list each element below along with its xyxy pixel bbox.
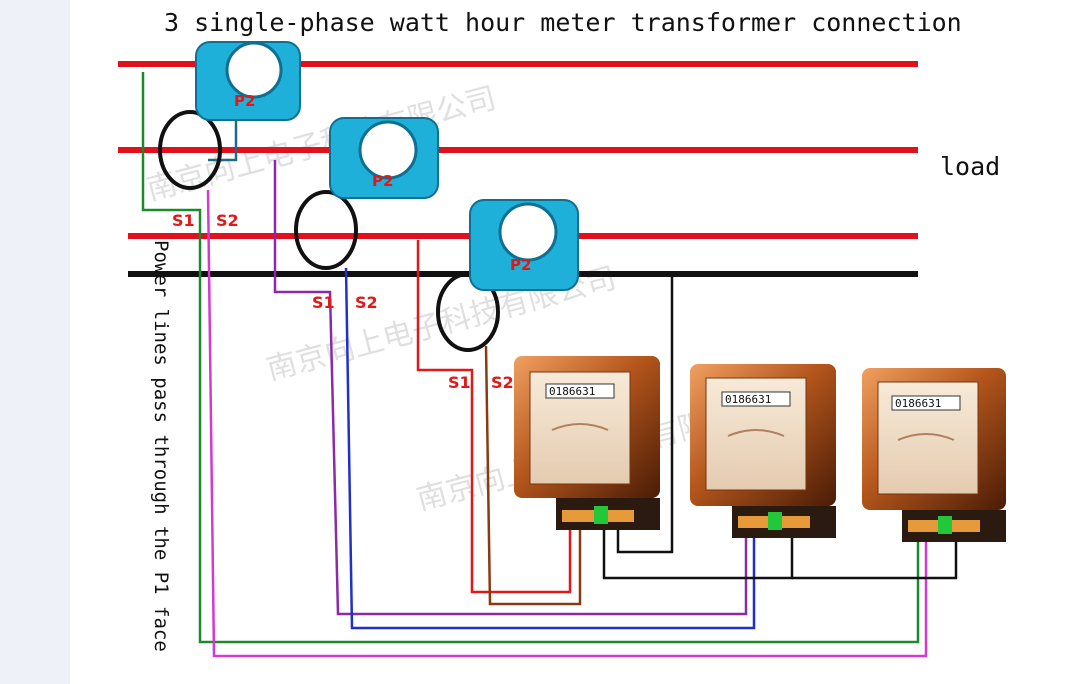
neutral-jumper-2 [792, 540, 958, 580]
meter-reading: 0186631 [549, 385, 595, 398]
brown-wire [484, 345, 582, 606]
watt-hour-meter-1: 0186631 [514, 356, 660, 530]
ct-label: P2 [234, 92, 255, 110]
ct-label: P2 [510, 256, 531, 274]
red-wire [416, 240, 572, 594]
s2-label: S2 [355, 293, 378, 312]
current-transformer-1: P2 [158, 41, 301, 190]
watt-hour-meter-3: 0186631 [862, 368, 1006, 542]
s1-label: S1 [448, 373, 471, 392]
power-lines-note: Power lines pass through the P1 face [150, 240, 172, 652]
left-margin-panel [0, 0, 70, 684]
meter-reading: 0186631 [725, 393, 771, 406]
current-transformer-2: P2 [294, 117, 439, 270]
load-label: load [940, 152, 1001, 181]
green-wire [141, 72, 920, 644]
s2-label: S2 [491, 373, 514, 392]
magenta-wire [206, 189, 928, 658]
s2-label: S2 [216, 211, 239, 230]
blue-wire [344, 267, 756, 630]
watt-hour-meter-2: 0186631 [690, 364, 836, 538]
s1-label: S1 [172, 211, 195, 230]
meter-reading: 0186631 [895, 397, 941, 410]
signal-wires [141, 72, 958, 658]
purple-wire [273, 160, 748, 616]
neutral-jumper-1 [602, 528, 794, 580]
ct-label: P2 [372, 172, 393, 190]
current-transformer-3: P2 [436, 199, 579, 352]
diagram-title: 3 single-phase watt hour meter transform… [164, 8, 962, 37]
neutral-feed-wire [616, 274, 674, 554]
s1-label: S1 [312, 293, 335, 312]
